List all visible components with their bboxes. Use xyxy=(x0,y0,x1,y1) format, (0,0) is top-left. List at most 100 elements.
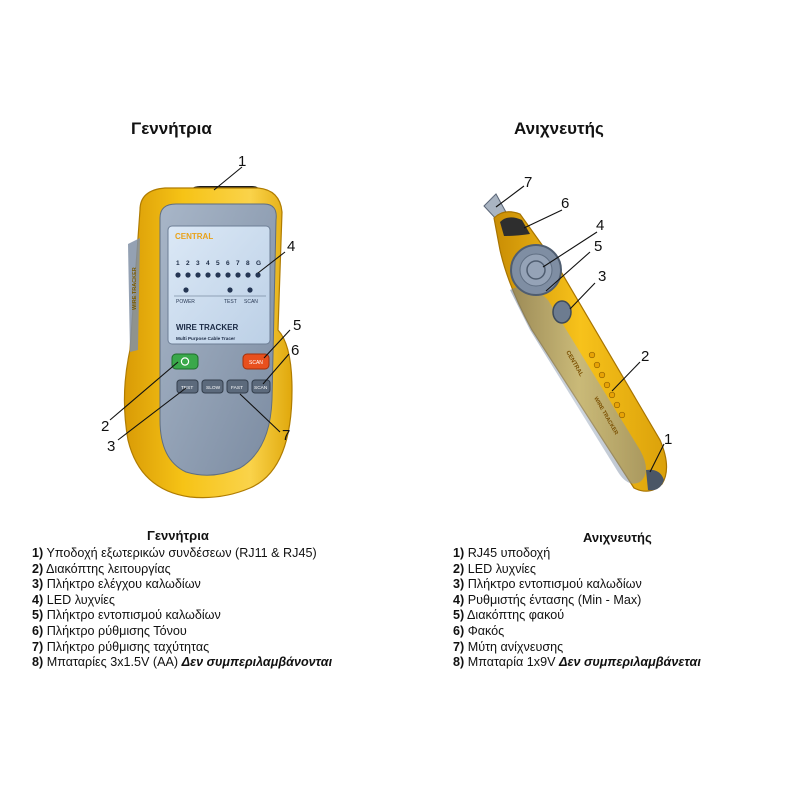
rj45-port xyxy=(646,469,664,491)
callout-label: 7 xyxy=(282,427,290,444)
led-dot xyxy=(185,272,191,278)
led-dot xyxy=(255,272,261,278)
legend-item: 1) RJ45 υποδοχή xyxy=(453,546,551,560)
slow-button[interactable] xyxy=(201,379,224,394)
detector-callouts: 7 6 4 5 3 2 1 xyxy=(524,174,672,448)
callout-label: 5 xyxy=(594,238,602,255)
led-number-row: 1 2 3 4 5 6 7 8 G xyxy=(176,260,261,267)
legend-item: 4) Ρυθμιστής έντασης (Min - Max) xyxy=(453,592,642,607)
panel-label: SCAN xyxy=(244,299,258,305)
panel-label: POWER xyxy=(176,299,195,305)
led-dot xyxy=(235,272,241,278)
led-dot xyxy=(608,391,616,399)
power-button[interactable] xyxy=(171,353,199,370)
generator-device: CENTRAL 1 2 3 4 5 6 7 8 G xyxy=(123,186,293,499)
callout-label: 3 xyxy=(598,268,606,285)
led-dot xyxy=(598,371,606,379)
legend-item: 8) Μπαταρίες 3x1.5V (AA) Δεν συμπεριλαμβ… xyxy=(32,655,333,670)
legend-item: 6) Φακός xyxy=(453,623,505,638)
test-button-label: TEST xyxy=(181,385,193,391)
detector-leader-lines xyxy=(495,185,665,473)
callout-label: 1 xyxy=(238,153,246,170)
led-dot xyxy=(618,411,626,419)
detector-grip xyxy=(510,286,646,484)
led-dot xyxy=(183,287,189,293)
led-dot xyxy=(215,272,221,278)
led-number: 5 xyxy=(216,260,220,267)
led-dot xyxy=(603,381,611,389)
legend-item: 3) Πλήκτρο ελέγχου καλωδίων xyxy=(32,577,201,592)
not-included-note: Δεν συμπεριλαμβάνεται xyxy=(559,655,701,670)
led-number: 2 xyxy=(186,260,190,267)
not-included-note: Δεν συμπεριλαμβάνονται xyxy=(181,655,333,670)
legend-item: 2) LED λυχνίες xyxy=(453,561,536,576)
callout-label: 4 xyxy=(596,217,604,234)
detector-legend: 1) RJ45 υποδοχή 2) LED λυχνίες 3) Πλήκτρ… xyxy=(453,546,701,671)
trace-button[interactable] xyxy=(552,300,572,324)
led-dot xyxy=(175,272,181,278)
generator-leader-lines xyxy=(109,166,291,441)
legend-item: 7) Μύτη ανίχνευσης xyxy=(453,639,564,654)
panel-label: TEST xyxy=(224,299,237,305)
led-lights xyxy=(175,272,261,293)
callout-label: 2 xyxy=(101,418,109,435)
callout-label: 1 xyxy=(664,431,672,448)
slow-button-label: SLOW xyxy=(206,385,221,391)
legend-item: 5) Πλήκτρο εντοπισμού καλωδίων xyxy=(32,608,221,623)
callout-label: 3 xyxy=(107,438,115,455)
generator-legend: 1) Υποδοχή εξωτερικών συνδέσεων (RJ11 & … xyxy=(32,546,332,671)
display-screen xyxy=(167,225,271,345)
led-dot xyxy=(227,287,233,293)
led-number: 6 xyxy=(226,260,230,267)
model-subtitle: Multi Purpose Cable Tracer xyxy=(176,336,235,341)
fast-button-label: FAST xyxy=(231,385,243,391)
led-dot xyxy=(195,272,201,278)
callout-label: 7 xyxy=(524,174,532,191)
flashlight-lens xyxy=(500,217,530,236)
led-dot xyxy=(588,351,596,359)
side-label: WIRE TRACKER xyxy=(132,267,138,310)
led-dot xyxy=(613,401,621,409)
legend-item: 2) Διακόπτης λειτουργίας xyxy=(32,561,171,576)
scan-red-button[interactable] xyxy=(242,353,270,370)
callout-label: 5 xyxy=(293,317,301,334)
detector-device: CENTRAL WIRE TRACKER xyxy=(483,193,668,492)
led-number: 3 xyxy=(196,260,200,267)
led-dot xyxy=(245,272,251,278)
led-number: 4 xyxy=(206,260,210,267)
callout-label: 4 xyxy=(287,238,295,255)
led-dot xyxy=(205,272,211,278)
led-number: 7 xyxy=(236,260,240,267)
product-figure: CENTRAL 1 2 3 4 5 6 7 8 G xyxy=(101,153,672,499)
legend-item: 1) Υποδοχή εξωτερικών συνδέσεων (RJ11 & … xyxy=(32,546,317,560)
brand-label: CENTRAL xyxy=(175,232,213,241)
legend-item: 4) LED λυχνίες xyxy=(32,592,115,607)
detector-title: Ανιχνευτής xyxy=(514,119,604,138)
model-label: WIRE TRACKER xyxy=(176,323,238,332)
scan-button[interactable] xyxy=(251,379,271,394)
callout-label: 6 xyxy=(291,342,299,359)
power-icon xyxy=(180,357,190,366)
legend-item: 6) Πλήκτρο ρύθμισης Τόνου xyxy=(32,623,187,638)
scan-red-label: SCAN xyxy=(249,360,263,366)
led-dot xyxy=(593,361,601,369)
generator-title: Γεννήτρια xyxy=(131,119,212,138)
led-number: 1 xyxy=(176,260,180,267)
callout-label: 6 xyxy=(561,195,569,212)
legend-item: 5) Διακόπτης φακού xyxy=(453,608,565,623)
detector-legend-title: Ανιχνευτής xyxy=(583,530,652,545)
callout-label: 2 xyxy=(641,348,649,365)
legend-item: 3) Πλήκτρο εντοπισμού καλωδίων xyxy=(453,577,642,592)
fast-button[interactable] xyxy=(226,379,249,394)
led-number: G xyxy=(256,260,261,267)
scan-button-label: SCAN xyxy=(254,385,268,391)
led-number: 8 xyxy=(246,260,250,267)
legend-item: 8) Μπαταρία 1x9V Δεν συμπεριλαμβάνεται xyxy=(453,655,701,670)
detector-leds xyxy=(588,351,626,419)
test-button[interactable] xyxy=(176,379,199,394)
led-dot xyxy=(225,272,231,278)
generator-legend-title: Γεννήτρια xyxy=(147,528,209,543)
led-dot xyxy=(247,287,253,293)
generator-callouts: 1 4 5 6 7 2 3 xyxy=(101,153,301,455)
legend-item: 7) Πλήκτρο ρύθμισης ταχύτητας xyxy=(32,639,210,654)
